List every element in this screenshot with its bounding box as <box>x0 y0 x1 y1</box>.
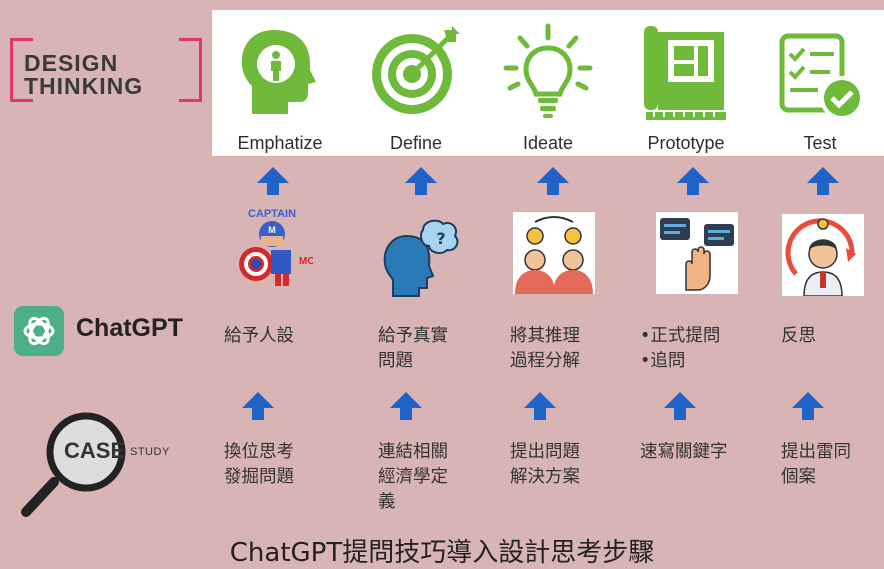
arrow-up-icon <box>257 167 289 195</box>
arrow-up-icon <box>405 167 437 195</box>
chatgpt-step-3: 將其推理過程分解 <box>510 326 580 371</box>
thinking-head-icon: ? <box>383 219 459 297</box>
design-thinking-logo: DESIGN THINKING <box>24 52 204 98</box>
svg-text:MO: MO <box>299 256 313 267</box>
logo-line-2: THINKING <box>24 73 144 99</box>
team-ideas-icon <box>513 212 595 294</box>
stage-label-define: Define <box>389 133 443 153</box>
arrow-up-icon <box>664 392 696 420</box>
chatgpt-logo <box>14 306 64 356</box>
target-arrow-icon <box>372 26 460 114</box>
blueprint-icon <box>644 26 726 120</box>
svg-text:?: ? <box>436 229 445 248</box>
footer-title: ChatGPT提問技巧導入設計思考步驟 <box>229 538 655 568</box>
case-label: CASE <box>64 438 126 463</box>
chatgpt-step-4: •正式提問•追問 <box>640 326 721 371</box>
chatgpt-step-1: 給予人設 <box>224 326 294 346</box>
arrow-up-icon <box>390 392 422 420</box>
stage-label-emphatize: Emphatize <box>237 133 323 153</box>
reflection-person-icon <box>782 214 864 296</box>
arrow-up-icon <box>537 167 569 195</box>
case-step-3: 提出問題解決方案 <box>510 442 580 487</box>
chat-hand-icon <box>656 212 738 294</box>
svg-text:CAPTAIN: CAPTAIN <box>248 208 296 220</box>
stages-panel: Emphatize Define Ideate <box>212 10 884 156</box>
svg-text:M: M <box>268 225 276 235</box>
case-step-5: 提出雷同個案 <box>781 442 851 487</box>
stage-label-ideate: Ideate <box>522 133 574 153</box>
case-step-4: 速寫關鍵字 <box>640 442 728 462</box>
arrow-up-icon <box>242 392 274 420</box>
arrow-up-icon <box>792 392 824 420</box>
study-label: STUDY <box>130 446 170 458</box>
stage-label-prototype: Prototype <box>647 133 725 153</box>
captain-mo-icon: CAPTAIN M MO <box>239 208 313 286</box>
head-person-icon <box>241 30 316 114</box>
magnifier-icon <box>21 412 126 517</box>
chatgpt-label: ChatGPT <box>76 314 183 342</box>
case-step-2: 連結相關經濟學定義 <box>378 442 448 512</box>
case-step-1: 換位思考發掘問題 <box>224 442 294 487</box>
chatgpt-step-2: 給予真實問題 <box>378 326 448 371</box>
lightbulb-icon <box>503 23 593 118</box>
openai-knot-icon <box>23 316 55 346</box>
arrow-up-icon <box>524 392 556 420</box>
arrow-up-icon <box>677 167 709 195</box>
chatgpt-step-5: 反思 <box>781 326 816 346</box>
stage-label-test: Test <box>803 133 837 153</box>
checklist-icon <box>779 33 864 120</box>
arrow-up-icon <box>807 167 839 195</box>
logo-line-1: DESIGN <box>24 50 119 76</box>
